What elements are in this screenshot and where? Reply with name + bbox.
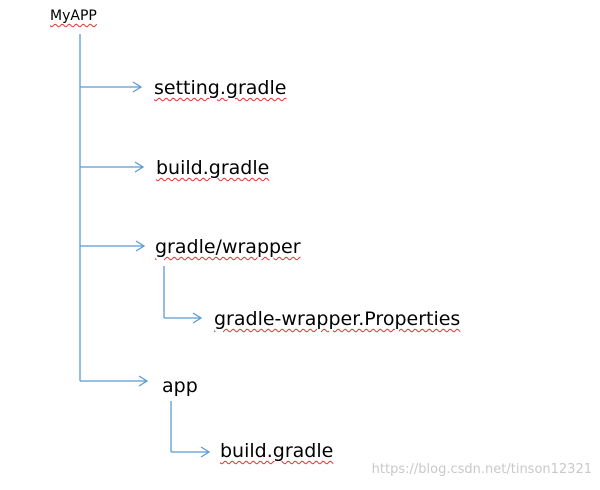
tree-node-gradle-wrapper-properties: gradle-wrapper.Properties bbox=[214, 308, 461, 330]
arrowhead-gradle-wrapper-properties bbox=[192, 312, 203, 324]
tree-node-setting-gradle: setting.gradle bbox=[154, 77, 287, 99]
tree-node-app: app bbox=[162, 375, 198, 397]
tree-node-build-gradle: build.gradle bbox=[156, 157, 270, 179]
watermark-url: https://blog.csdn.net/tinson12321 bbox=[371, 462, 592, 477]
tree-node-gradle-wrapper: gradle/wrapper bbox=[155, 236, 301, 258]
arrowhead-app-build-gradle bbox=[200, 446, 211, 458]
tree-node-app-build-gradle: build.gradle bbox=[220, 440, 334, 462]
arrowhead-app bbox=[138, 375, 149, 387]
arrowhead-build-gradle bbox=[134, 161, 145, 173]
arrowhead-gradle-wrapper bbox=[135, 240, 146, 252]
arrowhead-setting-gradle bbox=[132, 81, 143, 93]
tree-root-myapp: MyAPP bbox=[50, 8, 97, 24]
